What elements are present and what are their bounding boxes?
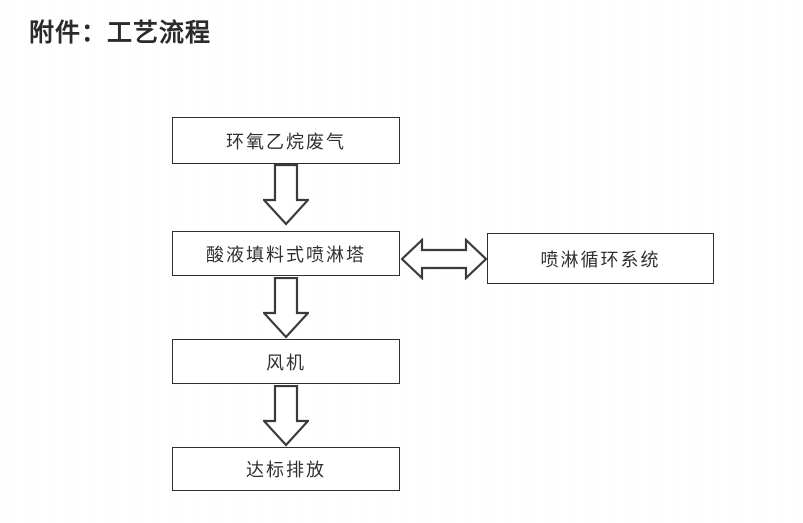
- flow-node-spray-tower[interactable]: 酸液填料式喷淋塔: [172, 231, 400, 276]
- flow-node-label: 酸液填料式喷淋塔: [206, 244, 366, 266]
- arrow-down-icon-fan-to-emit: [263, 385, 309, 447]
- arrow-down-icon-tower-to-fan: [263, 277, 309, 339]
- arrow-bidirectional-icon-tower-to-recycle: [401, 238, 487, 280]
- flow-node-fan[interactable]: 风机: [172, 339, 400, 384]
- flow-node-spray-recycle[interactable]: 喷淋循环系统: [487, 233, 714, 284]
- flow-node-label: 喷淋循环系统: [540, 249, 661, 271]
- page-title: 附件：工艺流程: [29, 18, 212, 47]
- flow-node-label: 达标排放: [246, 460, 326, 481]
- flow-node-waste-gas[interactable]: 环氧乙烷废气: [172, 117, 400, 164]
- flow-node-label: 风机: [266, 352, 306, 374]
- arrow-down-icon-waste-to-tower: [263, 164, 309, 226]
- flow-node-compliant-emit[interactable]: 达标排放: [172, 447, 400, 491]
- flow-node-label: 环氧乙烷废气: [226, 131, 346, 153]
